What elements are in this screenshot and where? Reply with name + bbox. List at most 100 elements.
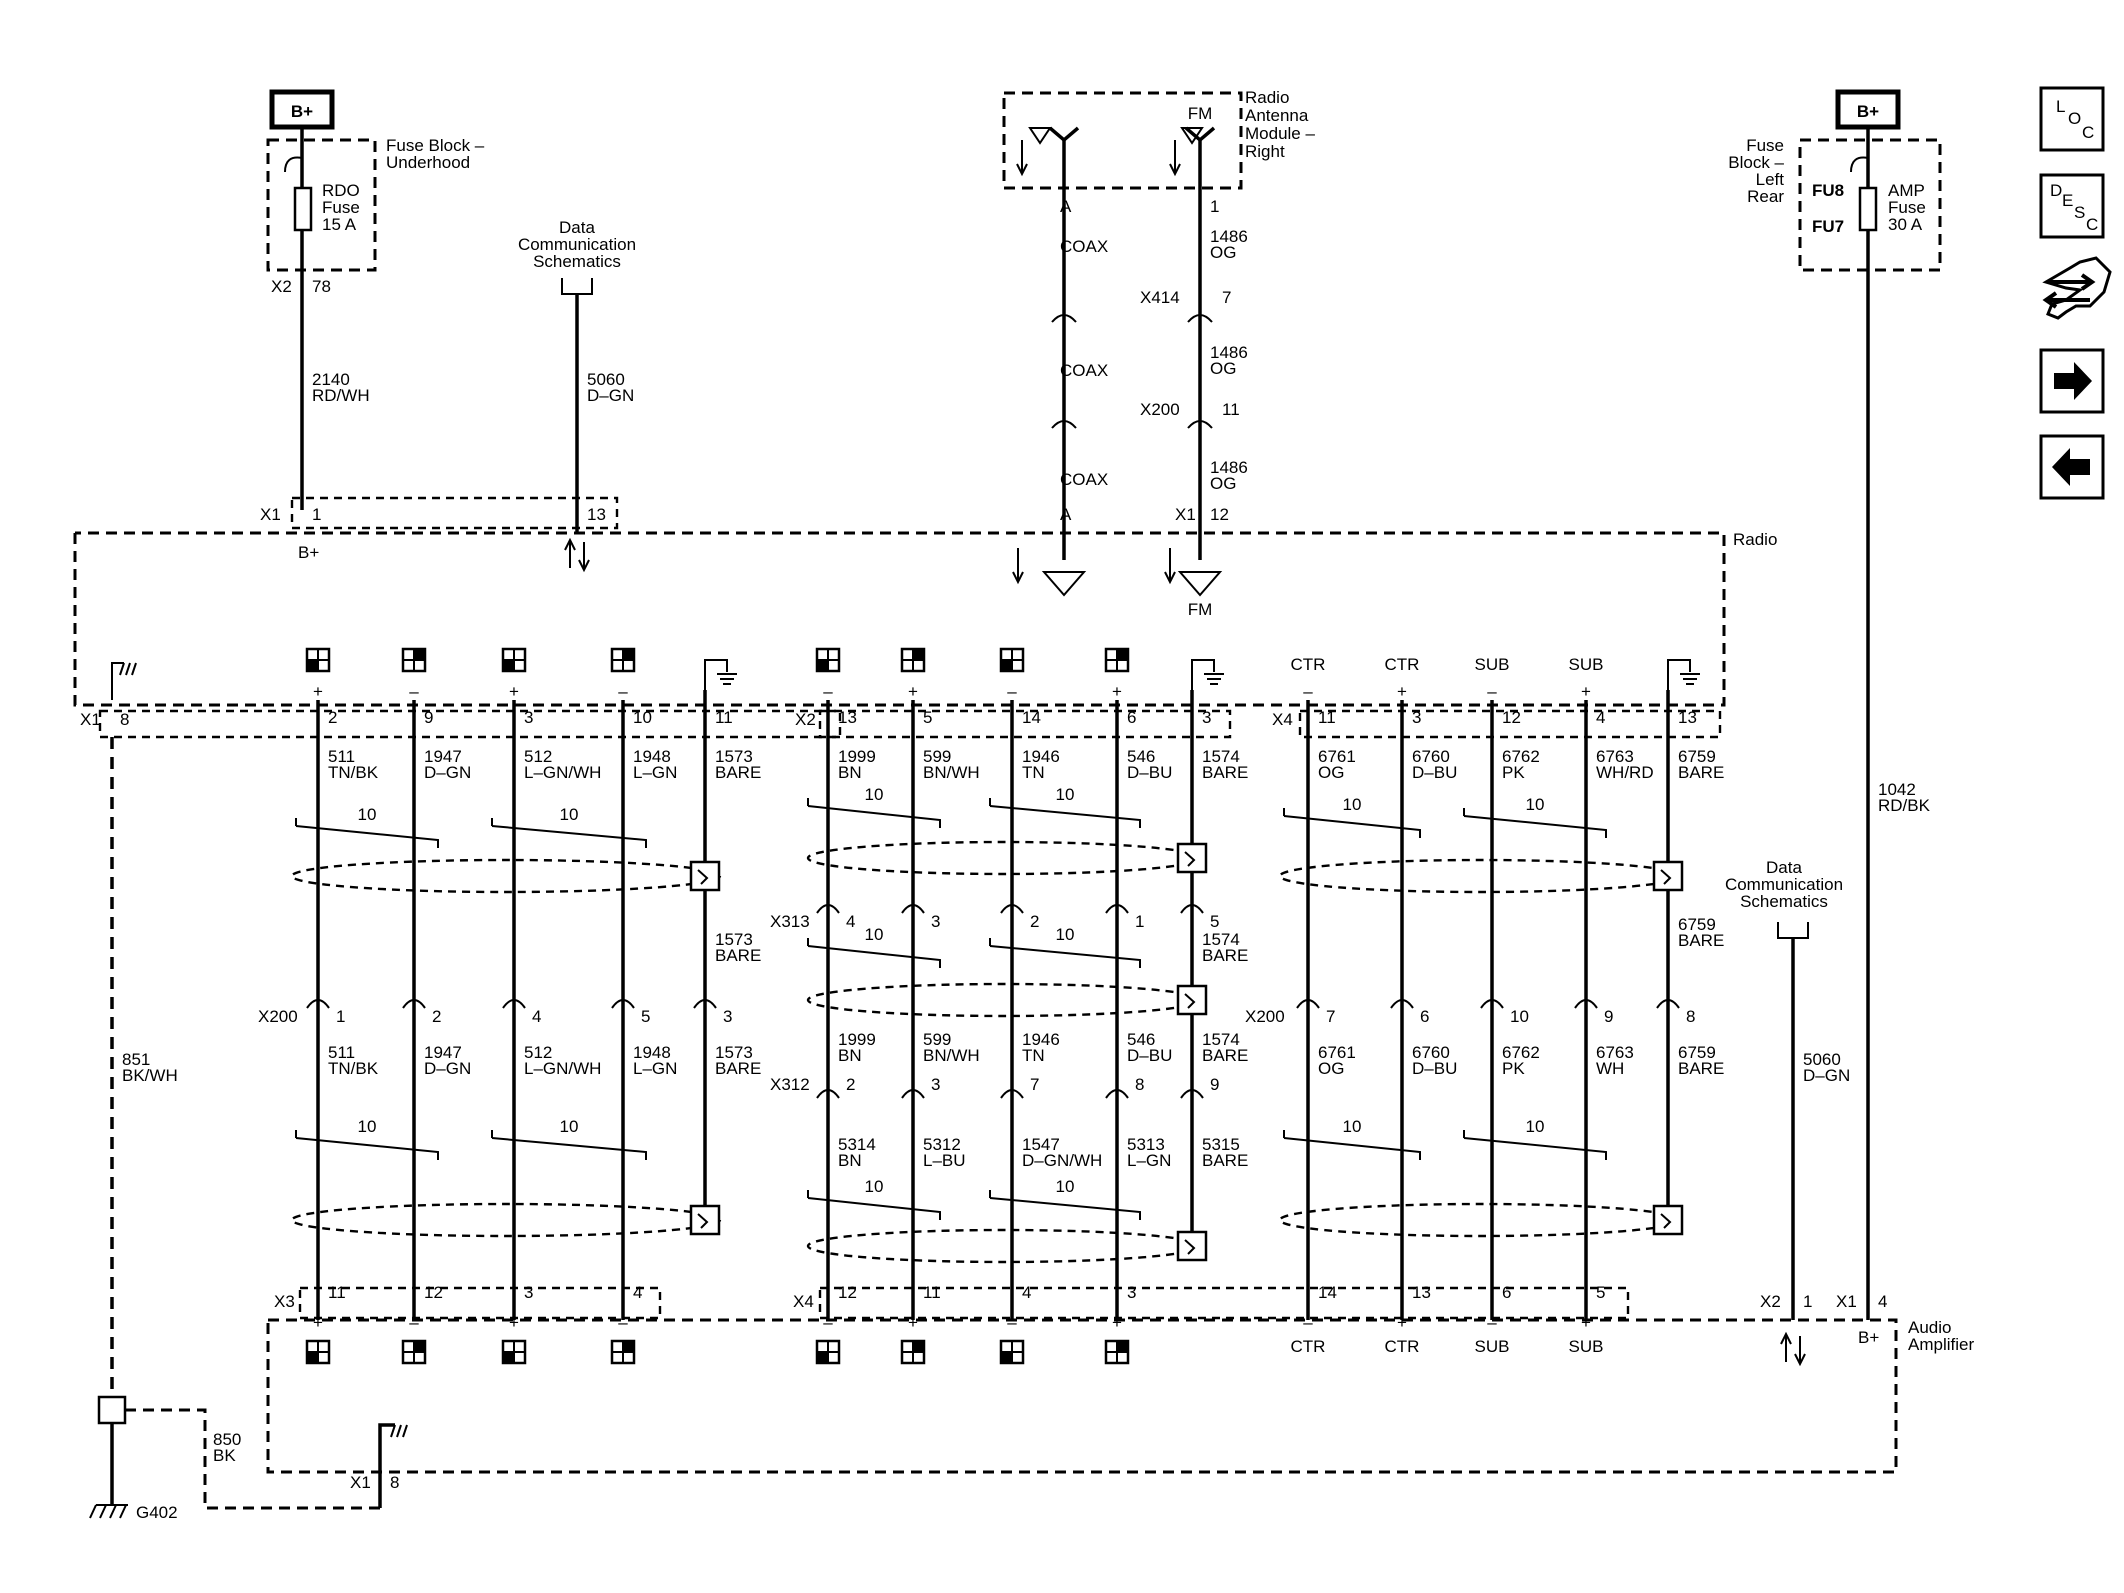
pin-label: 2 [432, 1007, 441, 1026]
circuit-label: 546 [1127, 747, 1155, 766]
pin-label: 7 [1030, 1075, 1039, 1094]
svg-text:X200: X200 [1140, 400, 1180, 419]
svg-text:Audio: Audio [1908, 1318, 1951, 1337]
polarity-label: + [908, 1313, 918, 1332]
polarity-label: – [823, 1313, 833, 1332]
data-comm-top: Data Communication Schematics 5060 D–GN … [290, 218, 636, 573]
connector-chevron [901, 1089, 925, 1099]
shield-drain [1278, 858, 1682, 894]
pin-label: 11 [1318, 708, 1336, 727]
svg-text:X1: X1 [260, 505, 281, 524]
connector-chevron [1000, 1089, 1024, 1099]
circuit-label: 5315 [1202, 1135, 1240, 1154]
pin-label: 12 [1502, 708, 1521, 727]
speaker-icon-fill [307, 660, 318, 671]
svg-text:1486: 1486 [1210, 227, 1248, 246]
shield-drain-mark [1184, 993, 1196, 1009]
color-label: TN [1022, 1046, 1045, 1065]
svg-text:L: L [2056, 97, 2065, 116]
connector-chevron [611, 999, 635, 1009]
amp-fuse-icon [1858, 186, 1878, 232]
color-label: L–GN/WH [524, 1059, 601, 1078]
svg-text:Communication: Communication [1725, 875, 1843, 894]
twist-pair-icon [989, 805, 1141, 828]
polarity-label: + [908, 682, 918, 701]
svg-text:X1: X1 [1836, 1292, 1857, 1311]
svg-text:O: O [2068, 109, 2081, 128]
pin-label: 13 [1678, 708, 1697, 727]
loc-button[interactable]: L O C [2039, 86, 2105, 152]
polarity-label: + [313, 682, 323, 701]
color-label: BARE [1678, 931, 1724, 950]
twist-pair-icon [1283, 1137, 1421, 1160]
color-label: BN/WH [923, 763, 980, 782]
twist-pair-icon [1463, 815, 1607, 838]
polarity-label: – [618, 1313, 628, 1332]
svg-text:Schematics: Schematics [533, 252, 621, 271]
color-label: BARE [1678, 1059, 1724, 1078]
shield-drain [806, 1228, 1202, 1264]
arrow-left-icon [2052, 448, 2090, 486]
channel-label: CTR [1385, 655, 1420, 674]
color-label: D–BU [1412, 763, 1457, 782]
svg-text:8: 8 [120, 710, 129, 729]
pin-label: 5 [641, 1007, 650, 1026]
radio-x1-connector-top [290, 496, 619, 530]
svg-text:Amplifier: Amplifier [1908, 1335, 1974, 1354]
color-label: L–GN [633, 763, 677, 782]
svg-text:11: 11 [1222, 400, 1240, 419]
twist-label: 10 [560, 805, 579, 824]
svg-text:Radio: Radio [1733, 530, 1777, 549]
pin-label: 3 [524, 708, 533, 727]
polarity-label: + [1397, 682, 1407, 701]
pin-label: 11 [923, 1283, 941, 1302]
color-label: L–GN [633, 1059, 677, 1078]
polarity-label: + [1112, 682, 1122, 701]
circuit-label: 511 [328, 1043, 355, 1062]
speaker-icon-fill [1117, 649, 1128, 660]
circuit-label: 1946 [1022, 747, 1060, 766]
circuit-label: 1948 [633, 1043, 671, 1062]
speaker-icon-fill [623, 1341, 634, 1352]
shield-drain-mark [697, 1213, 709, 1229]
connector-chevron [1574, 999, 1598, 1009]
desc-button[interactable]: D E S C [2039, 173, 2105, 239]
svg-text:COAX: COAX [1060, 361, 1108, 380]
svg-text:Right: Right [1245, 142, 1285, 161]
speaker-wire-groups: +–+–2511TN/BK191947D–GN23512L–GN/WH41019… [258, 647, 1724, 1365]
svg-text:FM: FM [1188, 600, 1213, 619]
circuit-label: 1573 [715, 1043, 753, 1062]
color-label: D–BU [1127, 1046, 1172, 1065]
connector-chevron [901, 904, 925, 914]
svg-text:S: S [2074, 203, 2085, 222]
connector-label: X312 [770, 1075, 810, 1094]
svg-text:FU7: FU7 [1812, 217, 1844, 236]
circuit-label: 1574 [1202, 747, 1240, 766]
circuit-label: 6763 [1596, 1043, 1634, 1062]
twist-label: 10 [865, 925, 884, 944]
svg-text:8: 8 [390, 1473, 399, 1492]
pin-label: 13 [838, 708, 857, 727]
polarity-label: – [1487, 682, 1497, 701]
color-label: BARE [715, 763, 761, 782]
connector-chevron [1296, 999, 1320, 1009]
circuit-label: 5314 [838, 1135, 876, 1154]
circuit-label: 1999 [838, 747, 876, 766]
tools-button[interactable] [2042, 256, 2112, 320]
svg-text:BK/WH: BK/WH [122, 1066, 178, 1085]
fuse-block-underhood [266, 138, 377, 272]
connector-label: X200 [258, 1007, 298, 1026]
svg-text:1: 1 [1803, 1292, 1812, 1311]
back-button[interactable] [2039, 434, 2105, 500]
shield-drain-mark [697, 869, 709, 885]
svg-text:X414: X414 [1140, 288, 1180, 307]
connector-chevron [816, 1089, 840, 1099]
connector-chevron [502, 999, 526, 1009]
polarity-label: – [1007, 682, 1017, 701]
polarity-label: + [1581, 682, 1591, 701]
color-label: D–BU [1127, 763, 1172, 782]
pin-label: 14 [1318, 1283, 1337, 1302]
circuit-label: 1946 [1022, 1030, 1060, 1049]
polarity-label: – [1007, 1313, 1017, 1332]
next-button[interactable] [2039, 348, 2105, 414]
